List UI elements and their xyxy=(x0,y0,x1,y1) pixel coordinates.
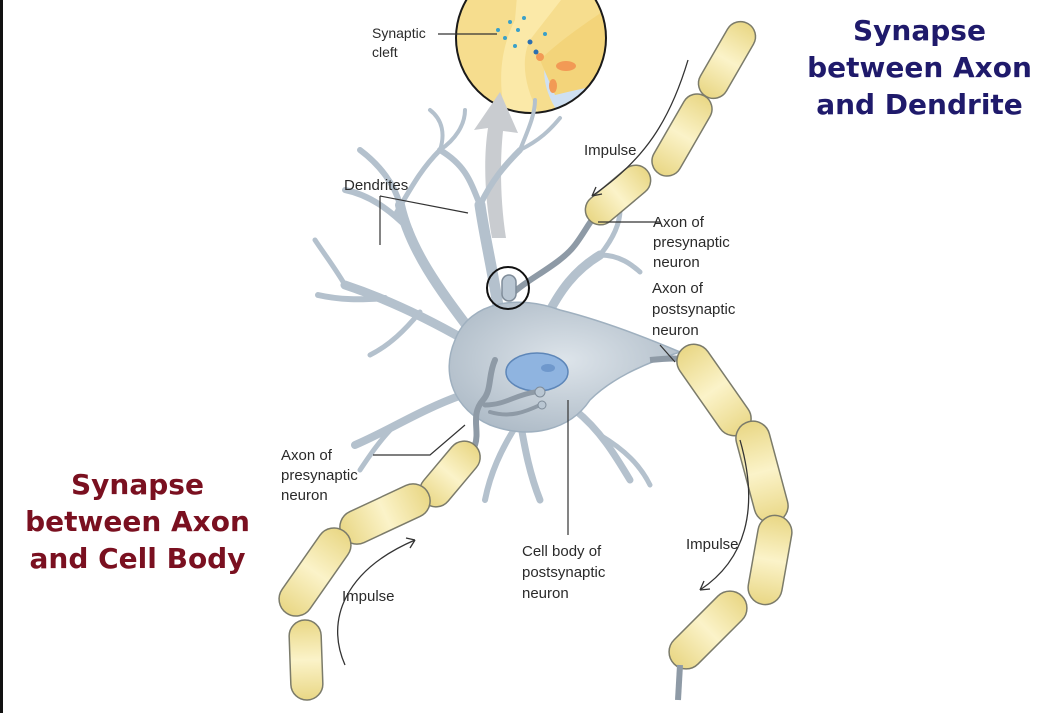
title-synapse-axon-dendrite: Synapse between Axon and Dendrite xyxy=(782,12,1057,123)
title-right-line-3: and Dendrite xyxy=(782,86,1057,123)
synaptic-cleft-label: Synaptic cleft xyxy=(372,25,430,60)
cell-body-label: Cell body of postsynaptic neuron xyxy=(522,543,610,602)
dendrites-label: Dendrites xyxy=(344,177,408,194)
impulse-right-label: Impulse xyxy=(686,536,739,553)
nucleus xyxy=(506,353,568,391)
axon-postsynaptic-label: Axon of postsynaptic neuron xyxy=(652,280,740,339)
postsynaptic-axon xyxy=(650,338,795,700)
title-right-line-1: Synapse xyxy=(782,12,1057,49)
axon-presynaptic-bottom-label: Axon of presynaptic neuron xyxy=(281,447,362,504)
impulse-top-label: Impulse xyxy=(584,142,637,159)
title-left-line-2: between Axon xyxy=(0,503,275,540)
dendrites xyxy=(315,100,650,500)
title-right-line-2: between Axon xyxy=(782,49,1057,86)
title-left-line-3: and Cell Body xyxy=(0,540,275,577)
title-left-line-1: Synapse xyxy=(0,466,275,503)
synapse-zoom-inset xyxy=(455,0,620,115)
axon-presynaptic-top-label: Axon of presynaptic neuron xyxy=(653,214,734,271)
impulse-left-label: Impulse xyxy=(342,588,395,605)
title-synapse-axon-cell-body: Synapse between Axon and Cell Body xyxy=(0,466,275,577)
nucleolus xyxy=(541,364,555,372)
